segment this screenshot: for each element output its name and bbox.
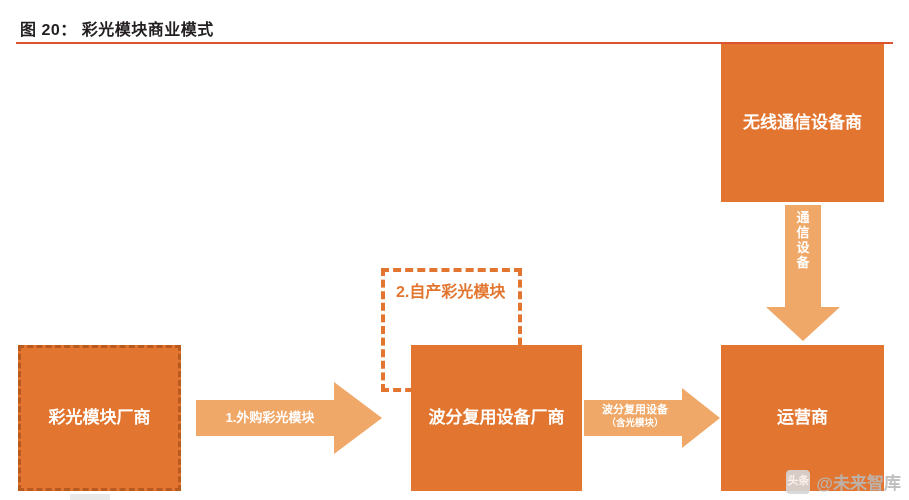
arrow-equipment-down: 通 信 设 备 — [766, 205, 840, 341]
arrow-wdm-product-shaft — [584, 400, 684, 436]
arrow-purchase-head — [334, 382, 382, 454]
arrow-equipment-char-2: 信 — [796, 224, 810, 240]
watermark: 头条 @未来智库 — [786, 469, 901, 494]
arrow-equipment-label: 通 信 设 备 — [786, 210, 820, 271]
node-color-optical-module-vendor: 彩光模块厂商 — [18, 345, 181, 491]
arrow-equipment-char-4: 备 — [796, 254, 810, 270]
arrow-wdm-product-head — [682, 388, 720, 448]
title-divider — [16, 42, 893, 44]
arrow-purchase-label: 1.外购彩光模块 — [225, 410, 315, 425]
figure-header: 图 20： 彩光模块商业模式 — [0, 0, 909, 44]
group-self-made-label: 2.自产彩光模块 — [396, 284, 506, 301]
arrow-wdm-product-label: 波分复用设备 （含光模块） — [586, 404, 684, 430]
arrow-wdm-product-main: 波分复用设备 — [602, 404, 668, 416]
figure-title: 图 20： 彩光模块商业模式 — [20, 22, 214, 39]
arrow-equipment-head — [766, 307, 840, 341]
node-operator: 运营商 — [721, 345, 884, 491]
watermark-text: @未来智库 — [816, 474, 901, 493]
arrow-equipment-char-3: 设 — [796, 239, 810, 255]
node-wdm-equipment-vendor: 波分复用设备厂商 — [411, 345, 582, 491]
arrow-equipment-shaft — [785, 205, 821, 309]
arrow-purchase: 1.外购彩光模块 — [196, 382, 382, 454]
arrow-equipment-char-1: 通 — [796, 210, 810, 225]
arrow-wdm-product: 波分复用设备 （含光模块） — [584, 388, 720, 448]
arrow-wdm-product-sub: （含光模块） — [606, 417, 664, 429]
node-wireless-vendor: 无线通信设备商 — [721, 44, 884, 202]
watermark-badge: 头条 — [786, 469, 811, 494]
corner-mark — [70, 494, 110, 500]
arrow-purchase-shaft — [196, 400, 336, 436]
